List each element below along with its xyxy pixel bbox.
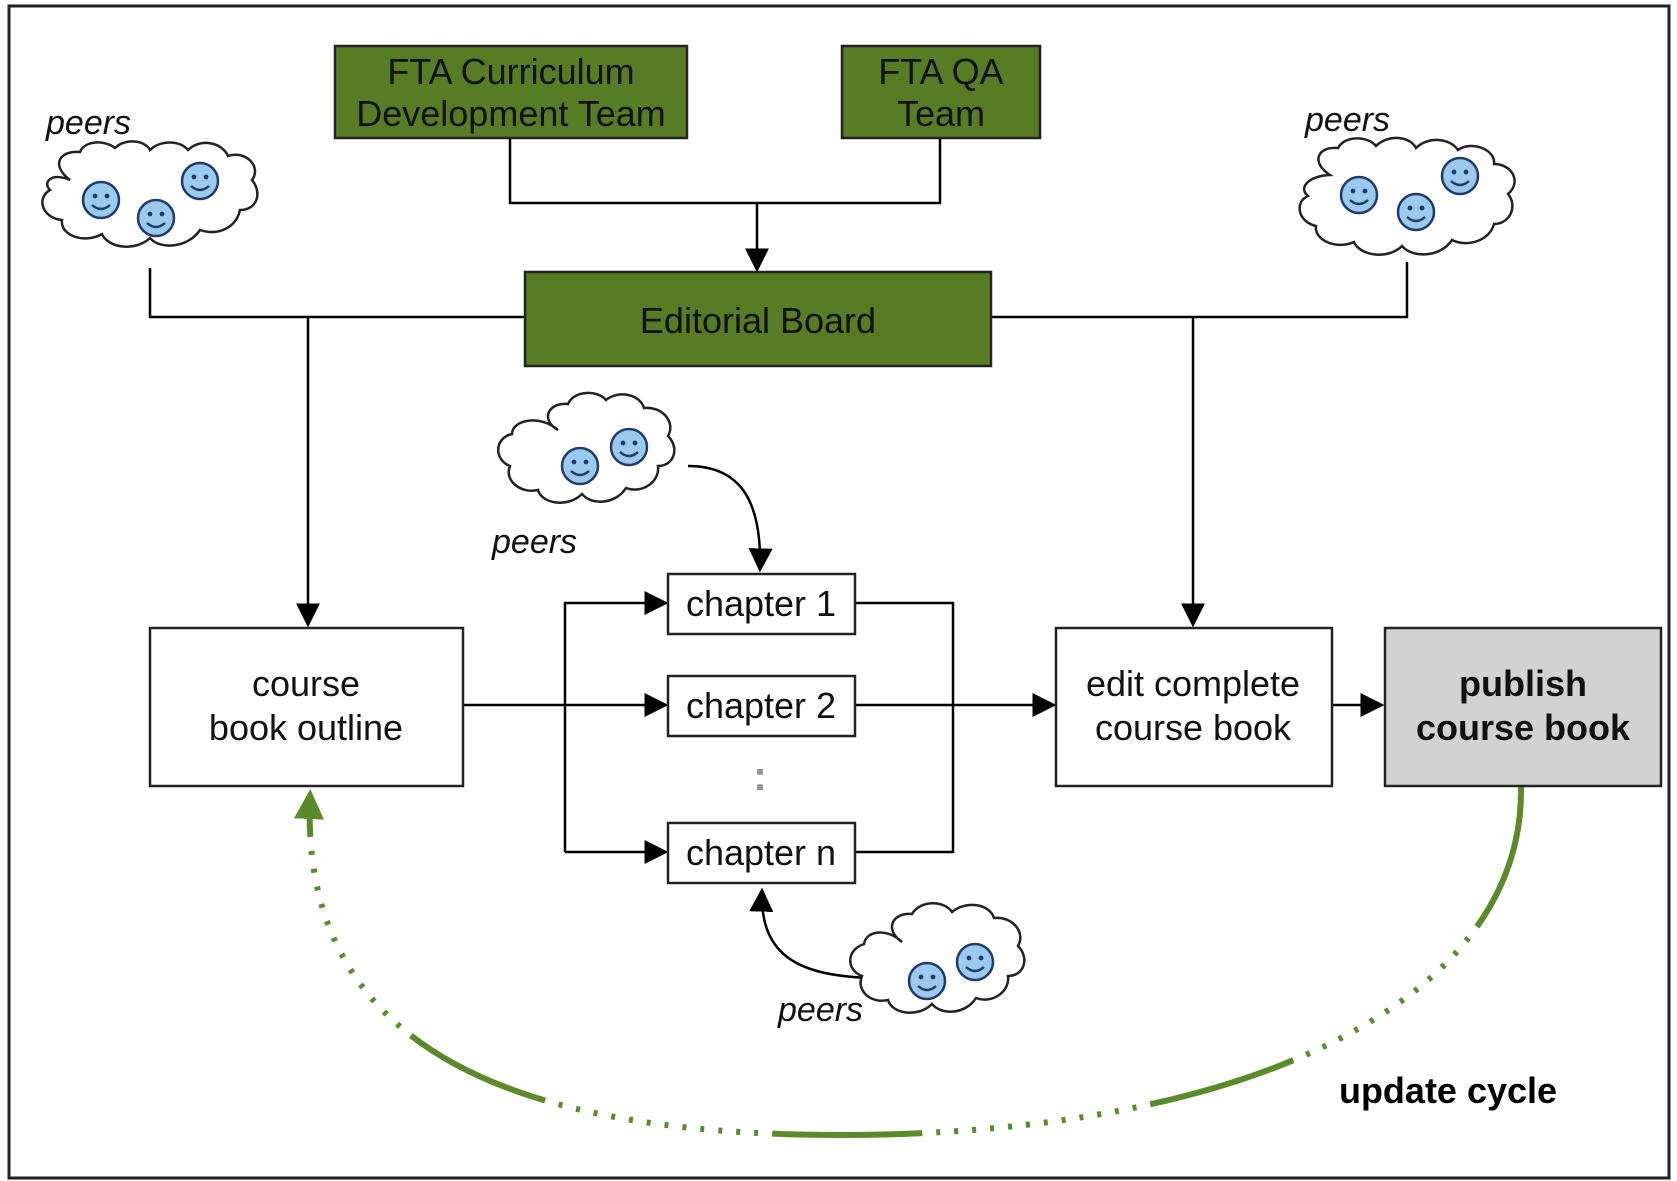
qa-team-line-2: Team [897, 93, 985, 134]
update-cycle-arrow [294, 785, 1525, 1139]
smiley-face-icon [81, 180, 121, 220]
qa-team-line-1: FTA QA [878, 51, 1003, 92]
cloud-icon [849, 902, 1026, 1014]
edit-complete-box: edit complete course book [1054, 626, 1334, 788]
chapter-n-label: chapter n [686, 832, 836, 873]
smiley-face-icon [1339, 175, 1379, 215]
peers-cloud-middle: peers [491, 391, 676, 561]
update-cycle-label: update cycle [1339, 1070, 1557, 1111]
publish-box: publish course book [1383, 626, 1663, 788]
edit-complete-line-1: edit complete [1086, 663, 1300, 704]
qa-team-box: FTA QA Team [840, 44, 1042, 140]
publish-line-2: course book [1416, 707, 1631, 748]
peers-label-top-right: peers [1304, 101, 1390, 139]
course-outline-line-1: course [252, 663, 360, 704]
curriculum-team-box: FTA Curriculum Development Team [333, 44, 689, 140]
peers-label-top-left: peers [45, 104, 131, 142]
smiley-face-icon [1440, 156, 1480, 196]
smiley-face-icon [907, 961, 947, 1001]
chapter-1-box: chapter 1 [666, 572, 857, 636]
chapter-n-box: chapter n [666, 821, 857, 885]
smiley-face-icon [560, 446, 600, 486]
peers-cloud-top-left: peers [41, 104, 259, 248]
peers-label-middle: peers [491, 523, 577, 561]
curriculum-team-line-2: Development Team [356, 93, 666, 134]
publish-line-1: publish [1459, 663, 1587, 704]
connectors [148, 138, 1409, 980]
editorial-board-label: Editorial Board [640, 300, 876, 341]
cloud-icon [497, 391, 676, 504]
peers-cloud-bottom: peers [777, 902, 1026, 1029]
chapter-2-box: chapter 2 [666, 674, 857, 738]
peers-label-bottom: peers [777, 991, 863, 1029]
peers-cloud-top-right: peers [1298, 101, 1516, 256]
smiley-face-icon [955, 942, 995, 982]
editorial-board-box: Editorial Board [523, 270, 993, 368]
chapter-1-label: chapter 1 [686, 583, 836, 624]
curriculum-team-line-1: FTA Curriculum [387, 51, 634, 92]
edit-complete-line-2: course book [1095, 707, 1292, 748]
smiley-face-icon [1396, 192, 1436, 232]
chapter-2-label: chapter 2 [686, 685, 836, 726]
course-outline-box: course book outline [148, 626, 465, 788]
smiley-face-icon [136, 198, 176, 238]
course-outline-line-2: book outline [209, 707, 403, 748]
chapter-ellipsis: : [753, 752, 767, 799]
smiley-face-icon [180, 161, 220, 201]
smiley-face-icon [609, 427, 649, 467]
